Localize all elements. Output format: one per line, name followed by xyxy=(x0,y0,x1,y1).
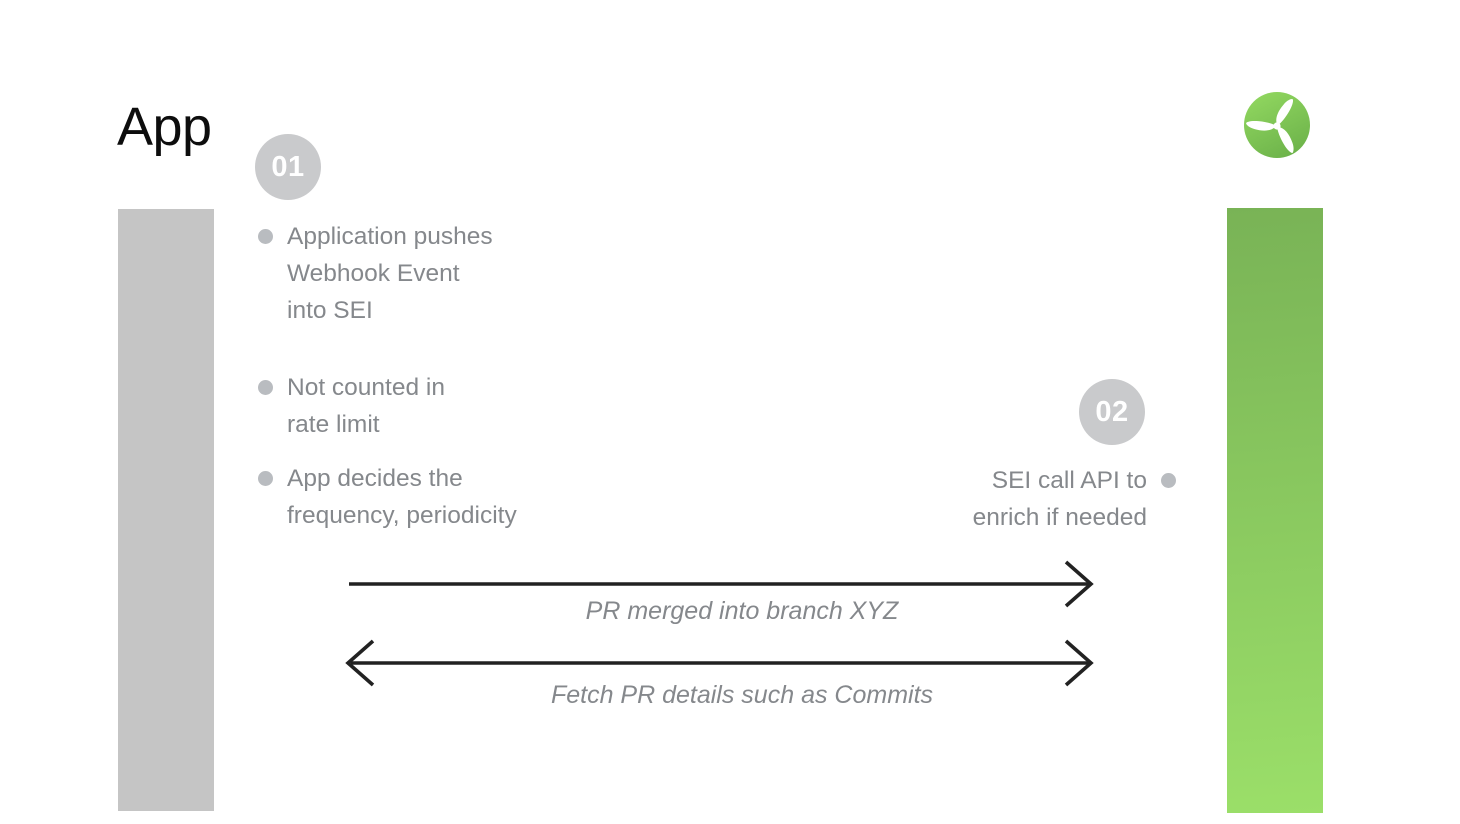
arrow-double-icon xyxy=(345,639,1094,687)
bullet-dot xyxy=(258,471,273,486)
page-title: App xyxy=(117,97,212,157)
bullet-text: Application pushes Webhook Event into SE… xyxy=(287,223,493,324)
list-item: SEI call API to enrich if needed xyxy=(973,462,1176,536)
step-1-badge: 01 xyxy=(255,134,321,200)
bullet-dot xyxy=(258,380,273,395)
arrow-label: Fetch PR details such as Commits xyxy=(550,681,934,709)
list-item: Not counted in rate limit xyxy=(258,369,445,443)
app-lane-bar xyxy=(118,209,214,811)
bullet-dot xyxy=(1161,473,1176,488)
step-1-number: 01 xyxy=(271,150,305,183)
bullet-dot xyxy=(258,229,273,244)
propeller-logo-icon xyxy=(1242,90,1312,160)
sei-lane-bar xyxy=(1227,208,1323,813)
arrow-label: PR merged into branch XYZ xyxy=(585,597,899,625)
bullet-text: SEI call API to enrich if needed xyxy=(972,467,1147,531)
step-2-number: 02 xyxy=(1095,395,1129,428)
list-item: Application pushes Webhook Event into SE… xyxy=(258,218,493,329)
list-item: App decides the frequency, periodicity xyxy=(258,460,517,534)
step-2-badge: 02 xyxy=(1079,379,1145,445)
bullet-text: App decides the frequency, periodicity xyxy=(287,465,517,529)
bullet-text: Not counted in rate limit xyxy=(287,374,445,438)
